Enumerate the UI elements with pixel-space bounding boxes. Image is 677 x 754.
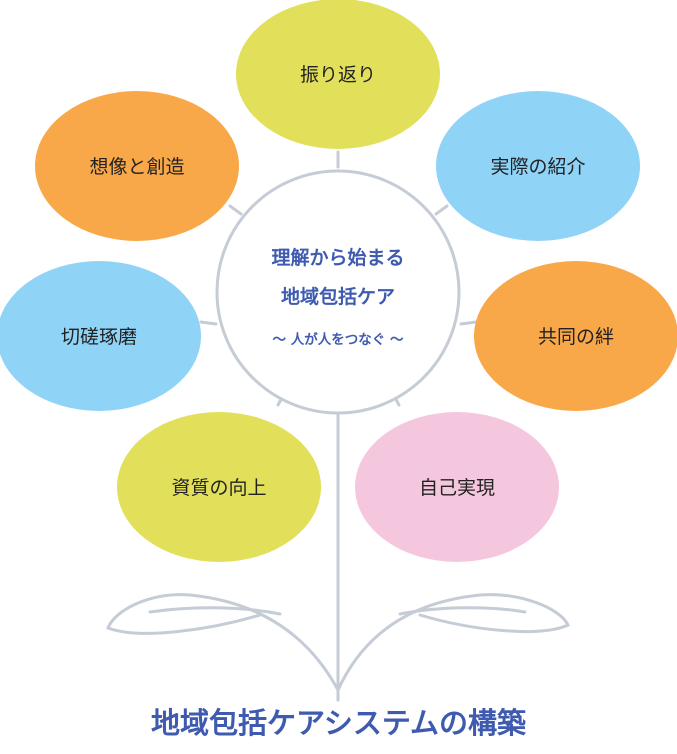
petal-upper-left: 想像と創造 xyxy=(35,91,239,241)
center-title-line1: 理解から始まる xyxy=(271,246,404,269)
center-subtitle: ～ 人が人をつなぐ ～ xyxy=(273,331,404,348)
petal-right-label: 共同の絆 xyxy=(538,326,614,348)
tick-upper-right xyxy=(434,204,449,216)
footer-title: 地域包括ケアシステムの構築 xyxy=(151,706,526,740)
petal-top-label: 振り返り xyxy=(300,64,376,86)
center-circle-shape xyxy=(215,169,461,415)
petal-lower-left-shape xyxy=(117,412,321,562)
petal-upper-left-shape xyxy=(35,91,239,241)
petal-lower-left-label: 資質の向上 xyxy=(171,477,266,499)
petal-lower-right: 自己実現 xyxy=(355,412,559,562)
petal-upper-right-shape xyxy=(436,91,640,241)
right-leaf-vein xyxy=(398,606,527,616)
petal-upper-left-label: 想像と創造 xyxy=(89,156,184,178)
left-leaf xyxy=(106,593,340,692)
petal-top: 振り返り xyxy=(236,0,440,149)
tick-left xyxy=(199,320,218,326)
petal-lower-left: 資質の向上 xyxy=(117,412,321,562)
petal-lower-right-shape xyxy=(355,412,559,562)
petal-left-shape xyxy=(0,261,201,411)
petal-upper-right-label: 実際の紹介 xyxy=(490,156,585,178)
petal-right: 共同の絆 xyxy=(474,261,677,411)
petal-left: 切磋琢磨 xyxy=(0,261,201,411)
center-title-line2: 地域包括ケア xyxy=(281,285,395,308)
petal-left-label: 切磋琢磨 xyxy=(61,326,137,348)
tick-right xyxy=(459,320,478,326)
petals: 振り返り 実際の紹介 共同の絆 自己実現 資質の向上 切磋琢磨 想像と創造 xyxy=(0,0,677,562)
right-leaf xyxy=(336,593,571,692)
tick-upper-left xyxy=(228,204,243,216)
petal-lower-right-label: 自己実現 xyxy=(419,477,495,499)
petal-right-shape xyxy=(474,261,677,411)
petal-top-shape xyxy=(236,0,440,149)
stem-and-leaves xyxy=(106,410,571,702)
petal-upper-right: 実際の紹介 xyxy=(436,91,640,241)
left-leaf-vein xyxy=(148,606,282,616)
center-circle: 理解から始まる 地域包括ケア ～ 人が人をつなぐ ～ xyxy=(215,169,461,415)
